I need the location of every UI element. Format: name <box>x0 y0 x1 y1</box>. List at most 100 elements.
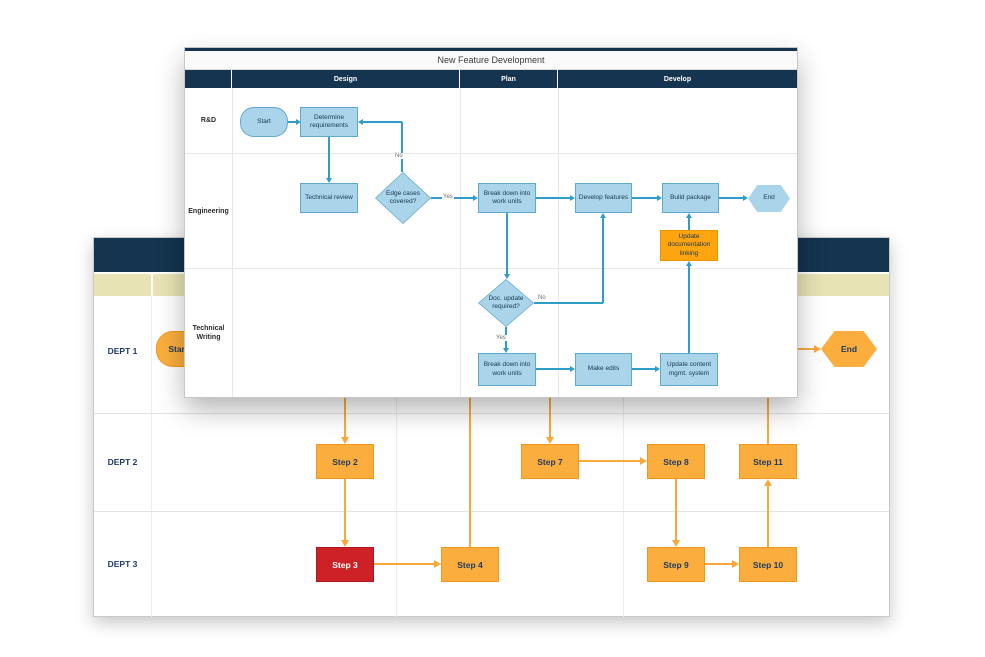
lane-divider <box>185 153 797 154</box>
card-top-accent <box>185 48 797 51</box>
arrowhead <box>358 119 363 125</box>
arrowhead <box>686 213 692 218</box>
lane-label-dept2: DEPT 2 <box>107 457 138 467</box>
step11-node: Step 11 <box>739 444 797 479</box>
lane-divider <box>94 511 889 512</box>
edge-label-yes: Yes <box>442 194 454 200</box>
column-divider <box>460 88 461 397</box>
arrowhead <box>686 261 692 266</box>
arrowhead <box>764 479 772 486</box>
new-feature-development-flowchart: New Feature Development Design Plan Deve… <box>185 48 797 397</box>
connector-line <box>401 122 403 172</box>
arrowhead <box>657 195 662 201</box>
connector-line <box>688 217 690 230</box>
connector-line <box>536 368 570 370</box>
edge-label-no: No <box>537 295 547 301</box>
update-documentation-linking-node: Update documentation linking <box>660 230 718 261</box>
edge-label-yes: Yes <box>495 335 507 341</box>
connector-line <box>688 265 690 353</box>
step8-node: Step 8 <box>647 444 705 479</box>
arrowhead <box>570 366 575 372</box>
arrowhead <box>473 195 478 201</box>
phase-header-design: Design <box>232 70 459 88</box>
step3-node: Step 3 <box>316 547 374 582</box>
connector-line <box>549 398 551 438</box>
arrowhead <box>732 560 739 568</box>
update-content-mgmt-node: Update content mgmt. system <box>660 353 718 386</box>
break-down-work-units-node: Break down into work units <box>478 183 536 213</box>
arrowhead <box>341 540 349 547</box>
step2-node: Step 2 <box>316 444 374 479</box>
lane-divider <box>185 268 797 269</box>
phase-header-develop: Develop <box>558 70 797 88</box>
column-divider <box>232 88 233 397</box>
determine-requirements-node: Determine requirements <box>300 107 358 137</box>
step4-node: Step 4 <box>441 547 499 582</box>
connector-line <box>328 137 330 178</box>
connector-line <box>506 213 508 274</box>
step10-node: Step 10 <box>739 547 797 582</box>
connector-line <box>767 398 769 444</box>
edge-label-no: No <box>394 153 404 159</box>
end-node: End <box>748 185 790 212</box>
step7-node: Step 7 <box>521 444 579 479</box>
column-divider <box>396 296 397 617</box>
arrowhead <box>503 348 509 353</box>
connector-line <box>363 121 402 123</box>
connector-line <box>632 197 657 199</box>
connector-line <box>602 218 604 303</box>
connector-line <box>719 197 743 199</box>
connector-line <box>675 479 677 540</box>
connector-line <box>288 121 296 123</box>
lane-label-rnd: R&D <box>200 117 217 124</box>
phase-header-plan: Plan <box>460 70 557 88</box>
diagram-title: New Feature Development <box>185 51 797 70</box>
arrowhead <box>434 560 441 568</box>
connector-line <box>794 348 814 350</box>
lane-label-engineering: Engineering <box>188 208 229 215</box>
technical-review-node: Technical review <box>300 183 358 213</box>
arrowhead <box>570 195 575 201</box>
arrowhead <box>341 437 349 444</box>
lane-label-dept3: DEPT 3 <box>107 559 138 569</box>
arrowhead <box>296 119 301 125</box>
connector-line <box>344 398 346 438</box>
connector-line <box>469 398 471 547</box>
arrowhead <box>672 540 680 547</box>
lane-label-technical-writing: Technical Writing <box>192 325 225 342</box>
arrowhead <box>655 366 660 372</box>
arrowhead <box>640 457 647 465</box>
decision-label: Doc. update required? <box>488 295 524 310</box>
arrowhead <box>504 274 510 279</box>
connector-line <box>536 197 570 199</box>
arrowhead <box>326 178 332 183</box>
column-divider <box>151 296 152 617</box>
connector-line <box>632 368 655 370</box>
edge-cases-covered-decision: Edge cases covered? <box>375 172 431 224</box>
start-node: Start <box>240 107 288 137</box>
decision-label: Edge cases covered? <box>386 190 420 205</box>
phase-band-divider <box>151 274 153 296</box>
column-divider <box>558 88 559 397</box>
connector-line <box>534 302 603 304</box>
step9-node: Step 9 <box>647 547 705 582</box>
connector-line <box>344 479 346 540</box>
lane-divider <box>94 413 889 414</box>
doc-update-required-decision: Doc. update required? <box>478 279 534 327</box>
connector-line <box>374 563 434 565</box>
make-edits-node: Make edits <box>575 353 632 386</box>
column-divider <box>623 296 624 617</box>
arrowhead <box>546 437 554 444</box>
break-down-work-units-node-2: Break down into work units <box>478 353 536 386</box>
lane-label-dept1: DEPT 1 <box>107 346 138 356</box>
connector-line <box>767 486 769 547</box>
arrowhead <box>600 213 606 218</box>
phase-header-corner <box>185 70 231 88</box>
develop-features-node: Develop features <box>575 183 632 213</box>
end-node-dept: End <box>821 331 877 367</box>
arrowhead <box>743 195 748 201</box>
connector-line <box>705 563 732 565</box>
build-package-node: Build package <box>662 183 719 213</box>
arrowhead <box>814 345 821 353</box>
connector-line <box>579 460 640 462</box>
